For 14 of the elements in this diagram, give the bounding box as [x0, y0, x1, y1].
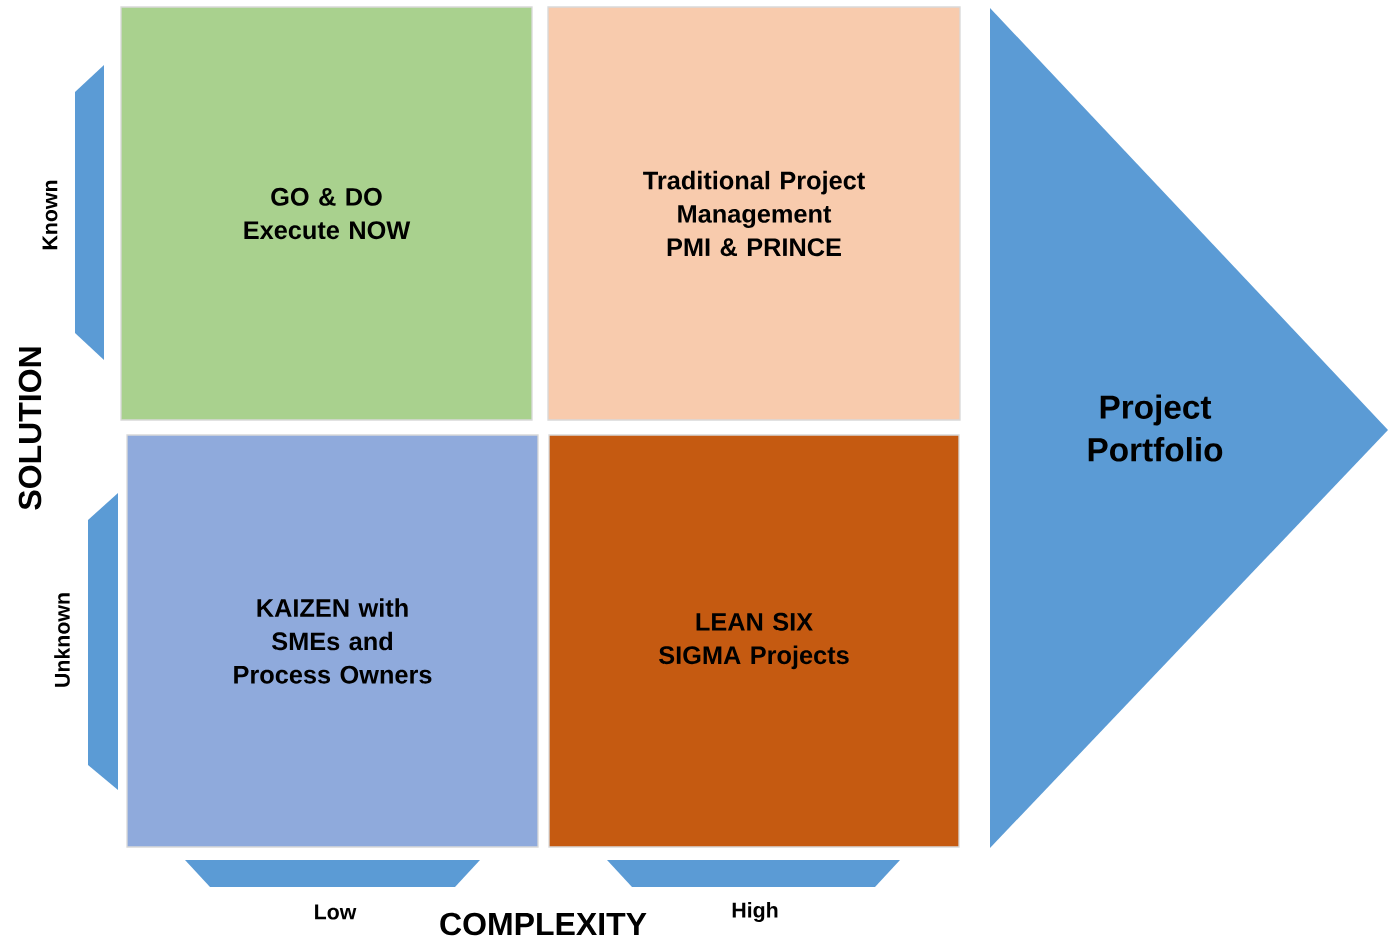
quadrant-box: LEAN SIX SIGMA Projects [548, 434, 960, 848]
quadrant-box: KAIZEN with SMEs and Process Owners [126, 434, 539, 848]
axis-label: Low [315, 904, 357, 920]
axis-label: High [732, 902, 778, 922]
axis-tab [607, 860, 900, 887]
quadrant-box: GO & DO Execute NOW [120, 6, 533, 421]
axis-tab [88, 493, 118, 790]
axis-title: COMPLEXITY [440, 912, 647, 936]
axis-label: Known [42, 180, 58, 250]
axis-tab [185, 860, 480, 887]
axis-title: SOLUTION [18, 347, 42, 510]
axis-label: Unknown [54, 593, 70, 687]
axis-tab [75, 65, 104, 360]
quadrant-box: Traditional Project Management PMI & PRINCE [547, 6, 961, 421]
